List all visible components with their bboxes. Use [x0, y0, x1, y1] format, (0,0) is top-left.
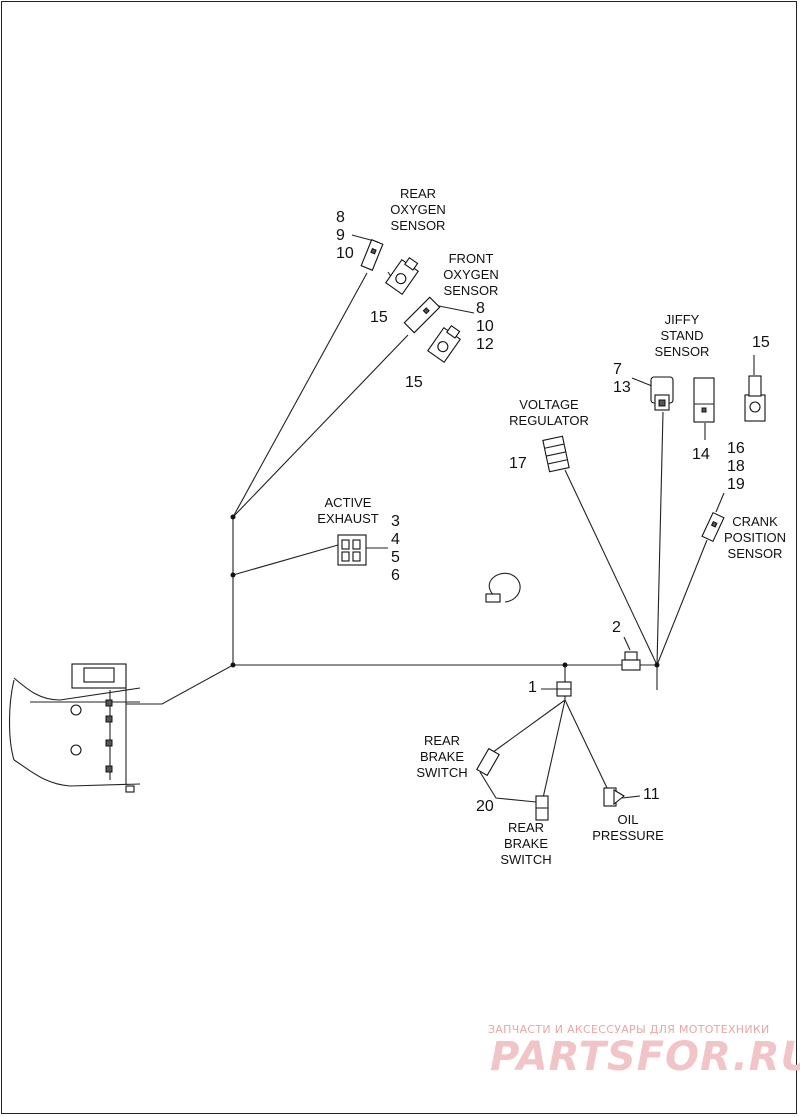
frame-section — [8, 663, 141, 793]
label-rear-brake-switch-2: REAR BRAKE SWITCH — [500, 820, 552, 867]
label-crank-position-sensor: CRANK POSITION SENSOR — [723, 514, 787, 561]
callout-11: 11 — [643, 786, 660, 803]
rear-brake-switch-connector-2 — [535, 795, 549, 821]
label-oil-pressure: OIL PRESSURE — [592, 812, 664, 843]
callout-active-exhaust: 3 4 5 6 — [391, 513, 400, 584]
jiffy-stand-connector — [650, 376, 674, 411]
crank-position-connector — [701, 511, 725, 543]
label-voltage-regulator: VOLTAGE REGULATOR — [509, 397, 589, 428]
callout-front-oxygen: 8 10 12 — [476, 300, 494, 353]
front-oxygen-connector — [403, 296, 441, 334]
label-rear-brake-switch-1: REAR BRAKE SWITCH — [416, 733, 468, 780]
active-exhaust-connector — [337, 534, 367, 566]
item-15-plug-right — [744, 375, 766, 422]
label-active-exhaust: ACTIVE EXHAUST — [317, 495, 379, 526]
oil-pressure-sensor — [603, 787, 625, 807]
item-1-grommet — [556, 681, 572, 697]
item-14-connector — [693, 377, 715, 423]
item-2-fitting — [621, 651, 641, 671]
callout-jiffy: 7 13 — [613, 361, 631, 396]
callout-17: 17 — [509, 455, 527, 472]
rear-oxygen-sensor-plug — [385, 256, 419, 295]
main-harness — [126, 272, 708, 803]
watermark-logo: PARTSFOR.RU — [490, 1034, 800, 1080]
callout-14: 14 — [692, 446, 710, 463]
watermark-tagline: ЗАПЧАСТИ И АКСЕССУАРЫ ДЛЯ МОТОТЕХНИКИ — [488, 1023, 770, 1036]
callout-crank: 16 18 19 — [727, 440, 745, 493]
rear-brake-switch-connector-1 — [476, 747, 500, 777]
rear-oxygen-connector — [360, 239, 384, 271]
callout-rear-oxygen-15: 15 — [370, 309, 388, 326]
front-oxygen-sensor-plug — [427, 324, 461, 363]
callout-2: 2 — [612, 619, 621, 636]
callout-1: 1 — [528, 679, 537, 696]
callout-rear-oxygen: 8 9 10 — [336, 209, 354, 262]
callout-front-oxygen-15: 15 — [405, 374, 423, 391]
voltage-regulator-connector — [542, 435, 570, 473]
callout-20: 20 — [476, 798, 494, 815]
harness-clip — [485, 572, 521, 603]
label-front-oxygen-sensor: FRONT OXYGEN SENSOR — [443, 251, 499, 298]
callout-15-right: 15 — [752, 334, 770, 351]
label-jiffy-stand-sensor: JIFFY STAND SENSOR — [654, 312, 710, 359]
label-rear-oxygen-sensor: REAR OXYGEN SENSOR — [390, 186, 446, 233]
